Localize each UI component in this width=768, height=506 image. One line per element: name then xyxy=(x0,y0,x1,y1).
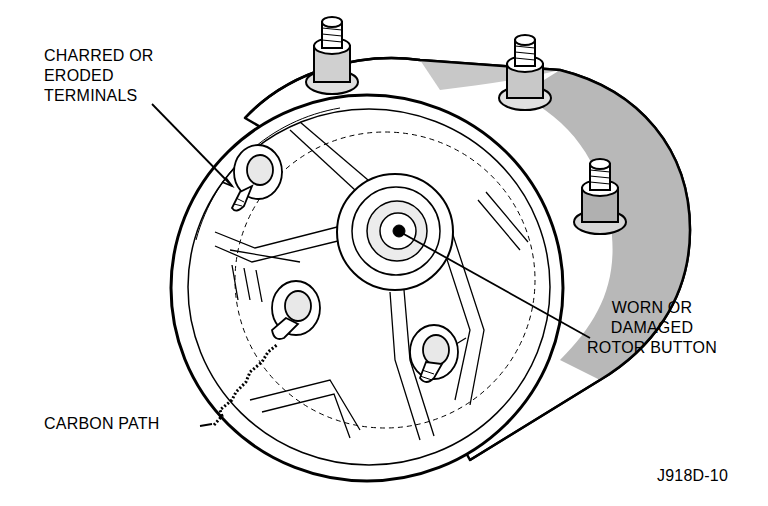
callout-label: WORN OR DAMAGED ROTOR BUTTON xyxy=(586,298,719,358)
cap-opening xyxy=(171,95,563,481)
figure-number: J918D-10 xyxy=(654,466,728,486)
cap-terminal xyxy=(410,325,458,382)
cap-ribs xyxy=(215,122,528,440)
terminal-tower xyxy=(306,17,358,94)
carbon-path-track xyxy=(214,344,278,425)
terminal-tower xyxy=(499,35,551,110)
rotor-button xyxy=(337,174,453,290)
callout-label: CARBON PATH xyxy=(44,414,163,434)
callout-label: CHARRED OR ERODED TERMINALS xyxy=(44,46,157,106)
terminal-tower xyxy=(574,159,626,234)
cap-terminal xyxy=(272,281,320,339)
cap-terminal xyxy=(232,145,282,211)
leader-line xyxy=(152,104,590,426)
